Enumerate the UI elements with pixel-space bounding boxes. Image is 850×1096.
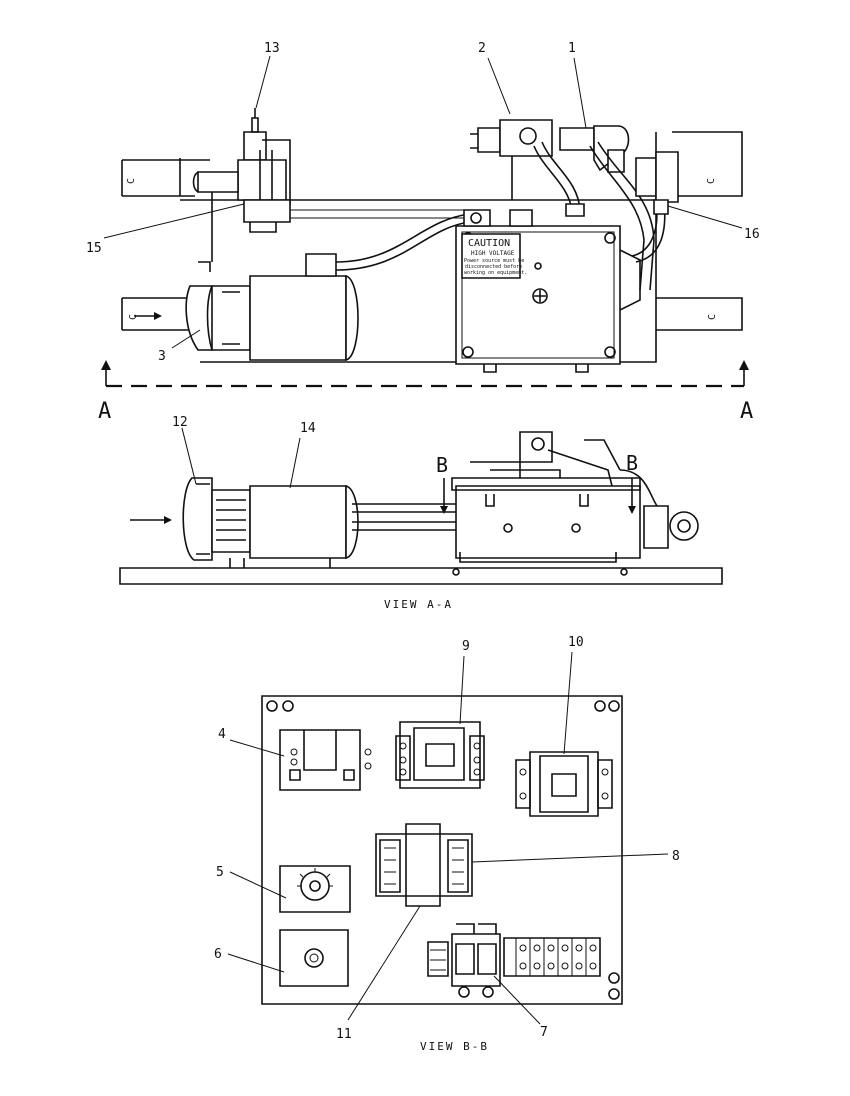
callout-9: 9 [462, 639, 470, 654]
caution-line-1: HIGH VOLTAGE [471, 250, 515, 257]
callout-4: 4 [218, 727, 226, 742]
section-b-left: B [436, 453, 448, 477]
control-box: CAUTION HIGH VOLTAGE Power source must b… [455, 225, 641, 373]
view-bb-label: VIEW B-B [420, 1040, 489, 1053]
caution-title: CAUTION [468, 238, 510, 249]
caution-line-4: working on equipment. [464, 270, 527, 276]
section-b-right: B [626, 451, 638, 475]
section-a-right: A [740, 399, 753, 424]
callout-3: 3 [158, 349, 166, 364]
section-a-left: A [98, 399, 111, 424]
caution-line-2: Power source must be [464, 258, 524, 264]
top-plan-view: C C C C [98, 108, 753, 424]
callout-numbers: 1 2 3 4 5 6 7 8 9 10 11 12 14 13 15 16 [86, 41, 760, 1042]
channel-mark-top-left: C [126, 178, 137, 184]
callout-13: 13 [264, 41, 280, 56]
callout-1: 1 [568, 41, 576, 56]
callout-5: 5 [216, 865, 224, 880]
channel-mark-top-right: C [706, 178, 717, 184]
caution-line-3: disconnected before [465, 264, 522, 270]
callout-7: 7 [540, 1025, 548, 1040]
callout-16: 16 [744, 227, 760, 242]
callout-11: 11 [336, 1027, 352, 1042]
callout-10: 10 [568, 635, 584, 650]
panel-view-bb: VIEW B-B [261, 695, 623, 1053]
channel-mark-bottom-right: C [707, 314, 718, 320]
side-view-aa: B B VIEW A-A [119, 431, 723, 611]
pump-motor-top [185, 213, 471, 362]
callout-6: 6 [214, 947, 222, 962]
callout-12: 12 [172, 415, 188, 430]
callout-2: 2 [478, 41, 486, 56]
channel-mark-bottom-left: C [128, 314, 139, 320]
view-aa-label: VIEW A-A [384, 598, 453, 611]
callout-leaders [103, 55, 743, 1025]
callout-8: 8 [672, 849, 680, 864]
callout-15: 15 [86, 241, 102, 256]
valve-assembly [192, 108, 291, 262]
callout-14: 14 [300, 421, 316, 436]
heater-fittings [463, 119, 679, 291]
